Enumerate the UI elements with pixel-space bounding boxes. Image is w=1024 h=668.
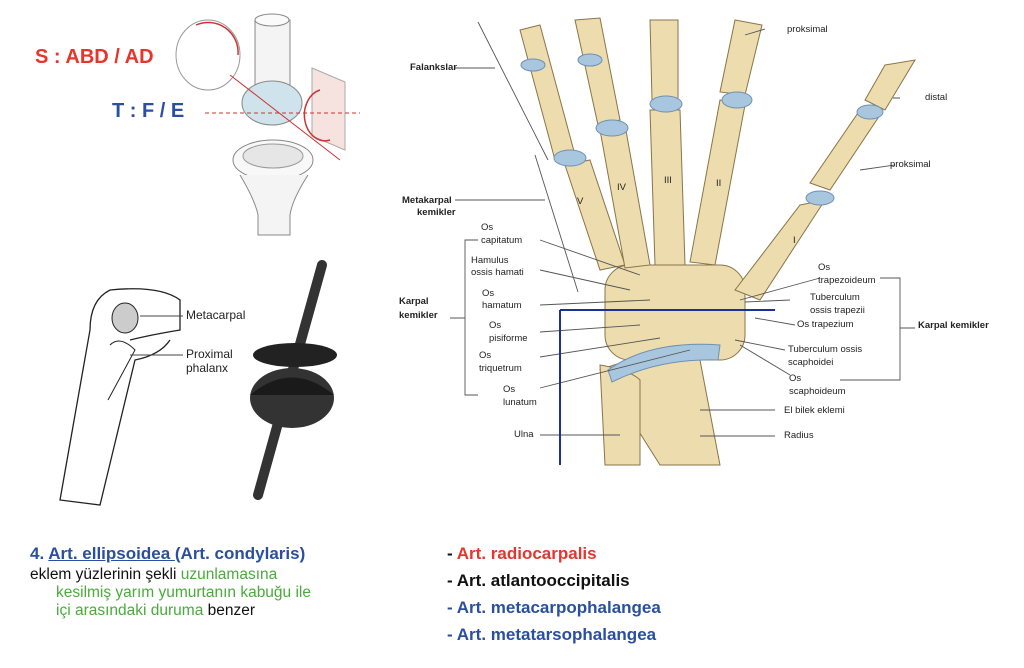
proksimal-top-label: proksimal	[787, 24, 828, 35]
os-trapezoideum-label-2: trapezoideum	[818, 275, 876, 286]
os-hamatum-label: Os	[482, 288, 495, 299]
heading-number: 4.	[30, 544, 49, 563]
description-highlight: içi arasındaki duruma	[56, 602, 204, 619]
description-line-3: içi arasındaki duruma benzer	[56, 602, 255, 619]
description-text: benzer	[203, 602, 256, 619]
ulna-label: Ulna	[514, 429, 534, 440]
phalanx-label: phalanx	[186, 361, 229, 375]
hamulus-label: Hamulus	[471, 255, 509, 266]
os-capitatum-label: Os	[481, 222, 494, 233]
os-scaphoideum-label: Os	[789, 373, 802, 384]
os-pisiforme-label: Os	[489, 320, 502, 331]
tuberculum-scaphoidei-label-2: scaphoidei	[788, 357, 834, 368]
numeral-iv: IV	[617, 182, 626, 193]
transverse-axis-label: T : F / E	[112, 100, 185, 122]
proximal-label: Proximal	[186, 347, 233, 361]
description-line-1: eklem yüzlerinin şekli uzunlamasına	[30, 566, 277, 583]
tuberculum-scaphoidei-label: Tuberculum ossis	[788, 344, 863, 355]
os-scaphoideum-label-2: scaphoideum	[789, 386, 846, 397]
os-trapezium-label: Os trapezium	[797, 319, 854, 330]
hamulus-label-2: ossis hamati	[471, 267, 524, 278]
metakarpal-label-2: kemikler	[417, 207, 456, 218]
el-bilek-label: El bilek eklemi	[784, 405, 845, 416]
example-item: - Art. metacarpophalangea	[447, 598, 661, 617]
numeral-ii: II	[716, 178, 722, 189]
falankslar-label: Falankslar	[410, 62, 457, 73]
example-item: - Art. metatarsophalangea	[447, 625, 657, 644]
os-trapezoideum-label: Os	[818, 262, 831, 273]
radius-label: Radius	[784, 430, 814, 441]
os-lunatum-label: Os	[503, 384, 516, 395]
karpal-left-label-2: kemikler	[399, 310, 438, 321]
numeral-v: V	[577, 196, 584, 207]
karpal-left-label: Karpal	[399, 296, 429, 307]
description-text: eklem yüzlerinin şekli	[30, 566, 181, 583]
heading-link[interactable]: Art. ellipsoidea	[48, 544, 175, 563]
metakarpal-label: Metakarpal	[402, 195, 452, 206]
proksimal-thumb-label: proksimal	[890, 159, 931, 170]
example-item: - Art. atlantooccipitalis	[447, 571, 630, 590]
os-capitatum-label-2: capitatum	[481, 235, 523, 246]
tuberculum-trapezii-label-2: ossis trapezii	[810, 305, 865, 316]
tuberculum-trapezii-label: Tuberculum	[810, 292, 860, 303]
sliding-axis-label: S : ABD / AD	[35, 46, 154, 68]
karpal-right-label: Karpal kemikler	[918, 320, 989, 331]
os-hamatum-label-2: hamatum	[482, 300, 522, 311]
os-lunatum-label-2: lunatum	[503, 397, 537, 408]
metacarpal-label: Metacarpal	[186, 308, 246, 322]
os-pisiforme-label-2: pisiforme	[489, 333, 528, 344]
examples-list: - Art. radiocarpalis - Art. atlantooccip…	[447, 540, 661, 648]
distal-label: distal	[925, 92, 948, 103]
os-triquetrum-label: Os	[479, 350, 492, 361]
description-highlight: uzunlamasına	[180, 566, 278, 583]
description-line-2: kesilmiş yarım yumurtanın kabuğu ile	[56, 584, 311, 601]
example-item: - Art. radiocarpalis	[447, 544, 597, 563]
joint-type-heading: 4. Art. ellipsoidea (Art. condylaris)	[30, 544, 305, 564]
os-triquetrum-label-2: triquetrum	[479, 363, 522, 374]
heading-alt-name: (Art. condylaris)	[174, 544, 306, 563]
numeral-i: I	[793, 235, 796, 246]
numeral-iii: III	[664, 175, 672, 186]
